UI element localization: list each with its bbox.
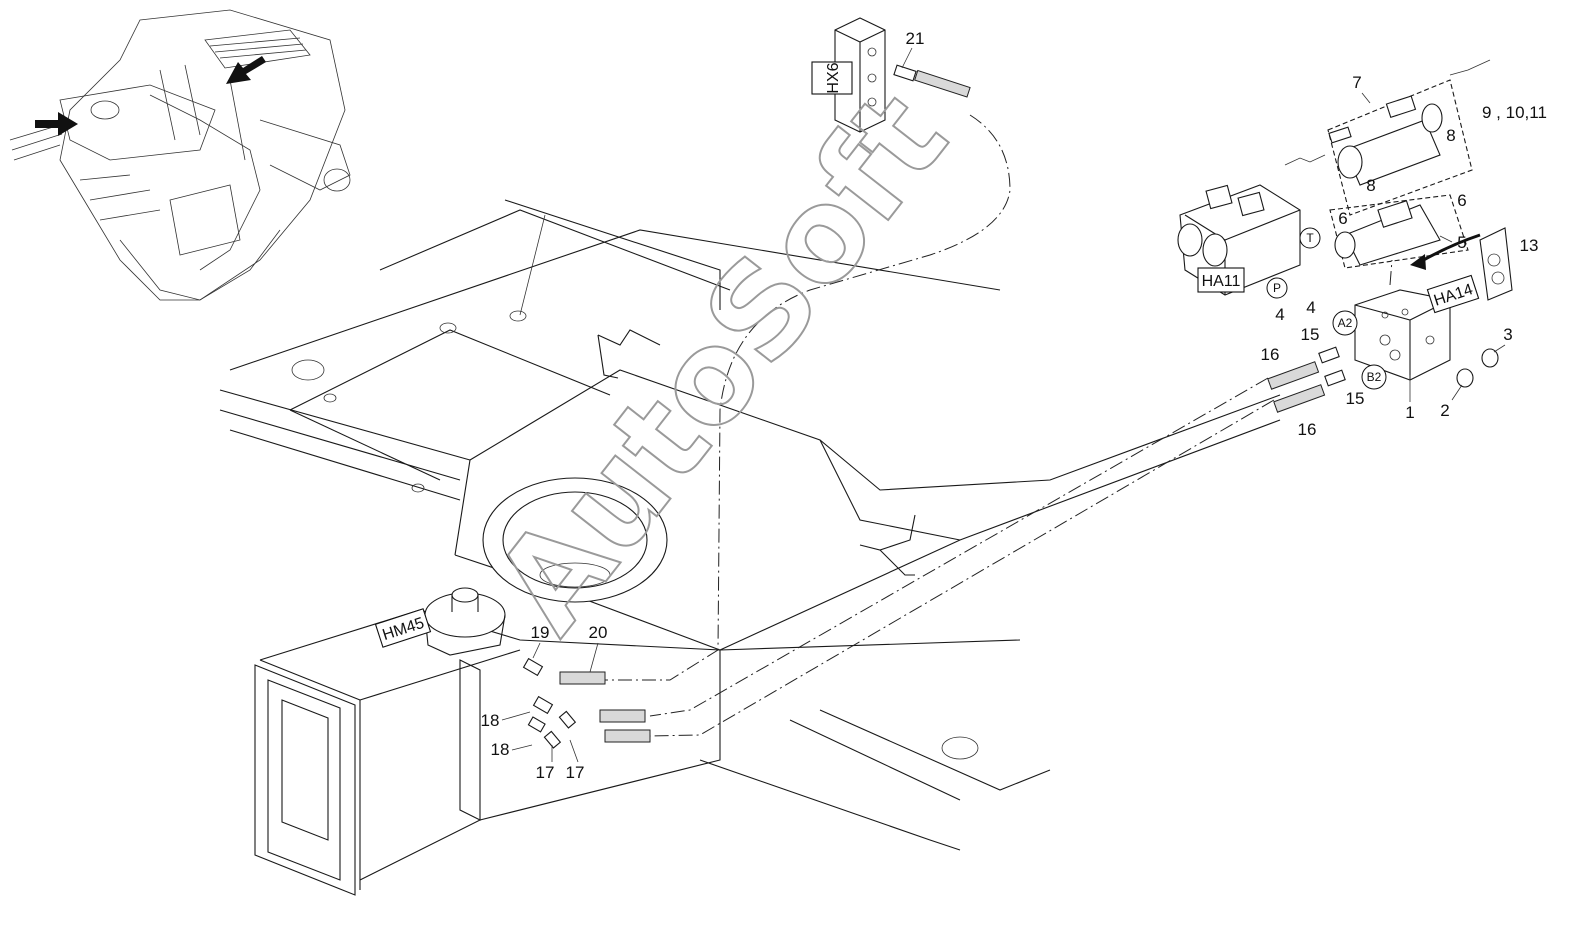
callout-8a: 8 xyxy=(1446,126,1455,145)
callout-5: 5 xyxy=(1457,233,1466,252)
callout-20: 20 xyxy=(589,623,608,642)
port-marker-b2: B2 xyxy=(1361,364,1387,390)
manifold-block-hx6 xyxy=(834,17,886,133)
callout-9-10-11: 9 , 10,11 xyxy=(1482,103,1547,122)
callout-18a: 18 xyxy=(481,711,500,730)
callout-13: 13 xyxy=(1520,236,1539,255)
port-marker-t-label: T xyxy=(1306,231,1314,245)
fittings-17-20 xyxy=(522,657,651,749)
port-marker-a2: A2 xyxy=(1332,310,1358,336)
callout-8b: 8 xyxy=(1366,176,1375,195)
callout-17a: 17 xyxy=(536,763,555,782)
port-marker-b2-label: B2 xyxy=(1367,370,1382,384)
curved-arrow-icon xyxy=(1410,233,1481,270)
machine-overview-inset xyxy=(9,9,351,301)
tag-hx6-label: HX6 xyxy=(825,62,842,93)
tag-ha14: HA14 xyxy=(1426,274,1480,314)
callout-2: 2 xyxy=(1440,401,1449,420)
callout-4b: 4 xyxy=(1306,298,1315,317)
callouts: 1 2 3 4 4 5 6 6 7 8 8 9 , 10,11 13 15 15… xyxy=(481,29,1547,782)
callout-18b: 18 xyxy=(491,740,510,759)
callout-21: 21 xyxy=(906,29,925,48)
callout-6a: 6 xyxy=(1338,209,1347,228)
tag-ha11: HA11 xyxy=(1197,267,1245,293)
callout-4a: 4 xyxy=(1275,305,1284,324)
seal-kit-13 xyxy=(1479,227,1513,301)
hose-16 xyxy=(1267,346,1346,413)
hose-fitting-21 xyxy=(893,64,971,98)
tag-hx6: HX6 xyxy=(811,61,853,95)
solenoid-valve-5 xyxy=(1329,194,1469,269)
port-marker-p: P xyxy=(1266,277,1288,299)
callout-7: 7 xyxy=(1352,73,1361,92)
callout-16a: 16 xyxy=(1261,345,1280,364)
manifold-block-ha14 xyxy=(1354,289,1451,381)
arrow-pointer-icon xyxy=(226,56,266,84)
solenoid-valve-7 xyxy=(1284,59,1491,216)
hose-routing-lines xyxy=(605,114,1393,737)
plug-2 xyxy=(1456,368,1474,388)
callout-3: 3 xyxy=(1503,325,1512,344)
callout-16b: 16 xyxy=(1298,420,1317,439)
hydraulic-motor xyxy=(424,587,506,656)
plug-3 xyxy=(1481,348,1499,368)
callout-15b: 15 xyxy=(1346,389,1365,408)
port-marker-t: T xyxy=(1299,227,1321,249)
callout-6b: 6 xyxy=(1457,191,1466,210)
port-marker-a2-label: A2 xyxy=(1338,316,1353,330)
port-marker-p-label: P xyxy=(1273,281,1281,295)
callout-1: 1 xyxy=(1405,403,1414,422)
tag-ha11-label: HA11 xyxy=(1202,273,1241,290)
arrow-pointer-icon xyxy=(35,112,78,136)
callout-19: 19 xyxy=(531,623,550,642)
tag-hm45: HM45 xyxy=(374,608,432,648)
callout-15a: 15 xyxy=(1301,325,1320,344)
callout-17b: 17 xyxy=(566,763,585,782)
